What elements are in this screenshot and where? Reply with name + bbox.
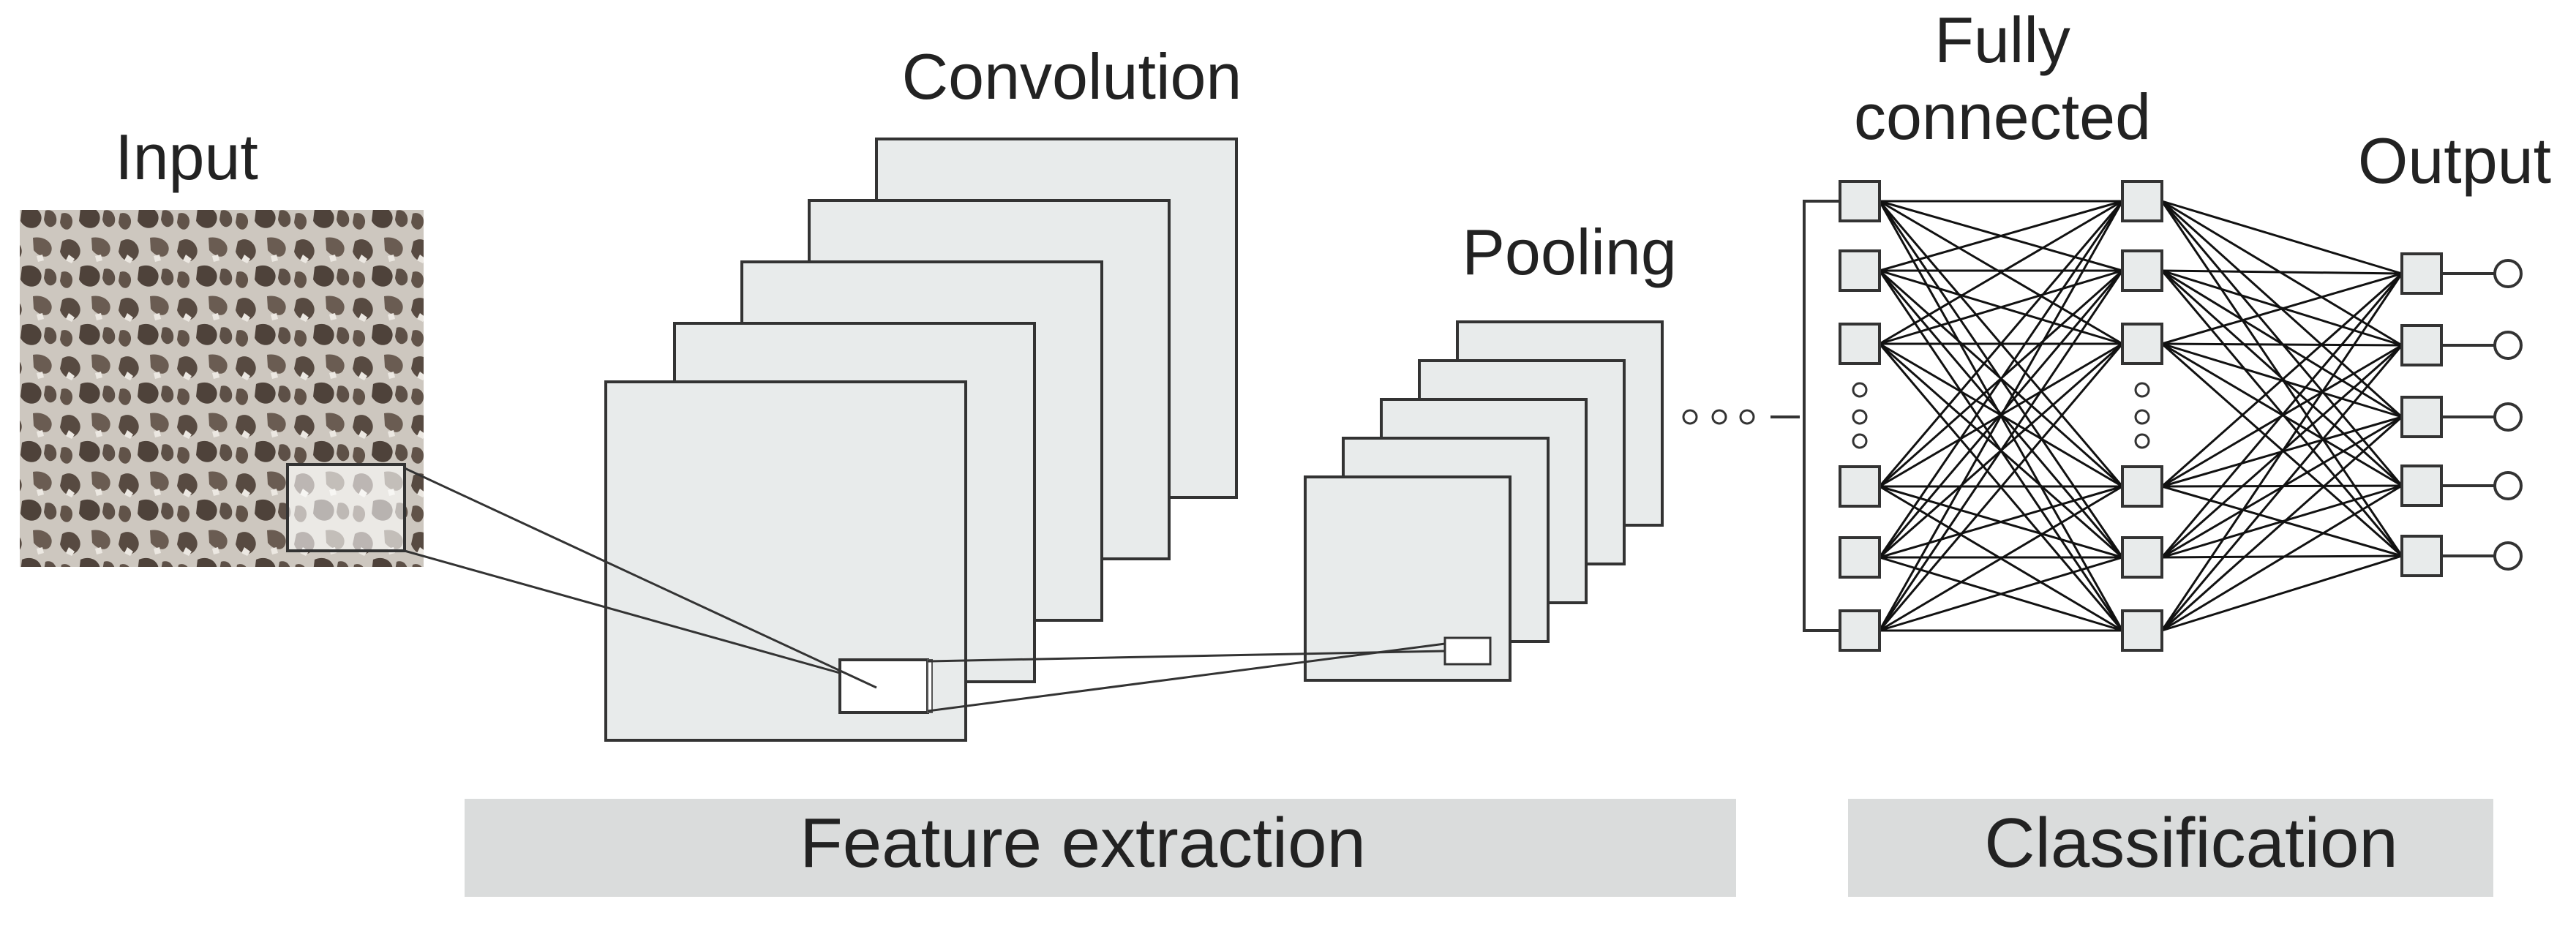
fc-node bbox=[1839, 249, 1881, 292]
fc-edge bbox=[2161, 272, 2403, 345]
fc-edge bbox=[2161, 484, 2403, 632]
output-node bbox=[2493, 402, 2523, 432]
input-bracket bbox=[1803, 200, 1857, 632]
fc-edge bbox=[2161, 269, 2403, 275]
fully-connected-label-line1: Fully bbox=[1934, 4, 2070, 76]
connection-lines bbox=[1878, 200, 2403, 632]
fc-edge bbox=[2161, 342, 2403, 347]
convolution-label: Convolution bbox=[902, 40, 1242, 113]
feature-extraction-band bbox=[465, 799, 1736, 897]
fc-edge bbox=[1878, 200, 2124, 631]
fc-edge bbox=[2161, 415, 2403, 632]
fc-node bbox=[1839, 180, 1881, 222]
fc-edge bbox=[2160, 269, 2403, 487]
ellipsis-dots bbox=[1682, 409, 1755, 425]
fc-node bbox=[2400, 464, 2443, 507]
fc-edge bbox=[1879, 200, 2123, 345]
fc-edge bbox=[1878, 343, 2124, 631]
conv-to-pool-lines bbox=[927, 642, 1446, 712]
fc-edge bbox=[1878, 200, 2124, 487]
input-image bbox=[20, 210, 424, 567]
network-nodes bbox=[1839, 180, 2443, 652]
fc-edge bbox=[2161, 484, 2403, 559]
output-node bbox=[2493, 541, 2523, 571]
fc-edge bbox=[1879, 485, 2123, 632]
fc-node bbox=[2400, 252, 2443, 295]
fc-node bbox=[2121, 465, 2163, 508]
fc-node bbox=[2400, 324, 2443, 366]
feature-extraction-label: Feature extraction bbox=[800, 804, 1366, 882]
input-to-conv-lines bbox=[404, 467, 877, 689]
fc-edge bbox=[2160, 273, 2403, 558]
fc-node bbox=[1839, 609, 1881, 652]
fc-node bbox=[1839, 323, 1881, 365]
fc-node bbox=[2400, 396, 2443, 438]
output-units bbox=[2441, 259, 2523, 571]
fc-node bbox=[2121, 323, 2163, 365]
fc-node bbox=[1839, 465, 1881, 508]
fc-edge bbox=[2160, 270, 2403, 557]
pooling-feature-maps bbox=[1304, 320, 1664, 682]
fc-edge bbox=[2160, 273, 2403, 631]
fc-node bbox=[2121, 249, 2163, 292]
fc-edge bbox=[1878, 200, 2124, 558]
input-receptive-field bbox=[286, 463, 406, 552]
output-label: Output bbox=[2358, 124, 2551, 197]
fc-node bbox=[1839, 536, 1881, 579]
fc-edge bbox=[1879, 485, 2123, 559]
convolution-feature-maps bbox=[604, 138, 1238, 742]
fc-edge bbox=[1879, 200, 2123, 272]
fc-edge bbox=[2161, 200, 2403, 275]
fc-node bbox=[2400, 535, 2443, 577]
output-node bbox=[2493, 259, 2523, 288]
conv-receptive-field bbox=[838, 658, 933, 714]
fully-connected-network bbox=[1803, 180, 2523, 652]
fc-node bbox=[2121, 180, 2163, 222]
fully-connected-label-line2: connected bbox=[1854, 80, 2151, 153]
fc-edge bbox=[1878, 270, 2124, 631]
pooling-label: Pooling bbox=[1462, 216, 1677, 288]
fc-edge bbox=[2161, 272, 2403, 488]
fc-edge bbox=[1879, 269, 2123, 345]
pool-receptive-field bbox=[1443, 636, 1492, 666]
fc-edge bbox=[2160, 345, 2403, 631]
fc-edge bbox=[2161, 554, 2403, 632]
classification-label: Classification bbox=[1984, 804, 2398, 882]
layer-ellipsis bbox=[1852, 382, 2150, 449]
fc-node bbox=[2121, 536, 2163, 579]
classification-band bbox=[1848, 799, 2493, 897]
output-node bbox=[2493, 331, 2523, 360]
input-label: Input bbox=[115, 121, 258, 193]
fc-node bbox=[2121, 609, 2163, 652]
output-node bbox=[2493, 471, 2523, 500]
fc-edge bbox=[1879, 556, 2123, 632]
fc-edge bbox=[2161, 554, 2403, 559]
